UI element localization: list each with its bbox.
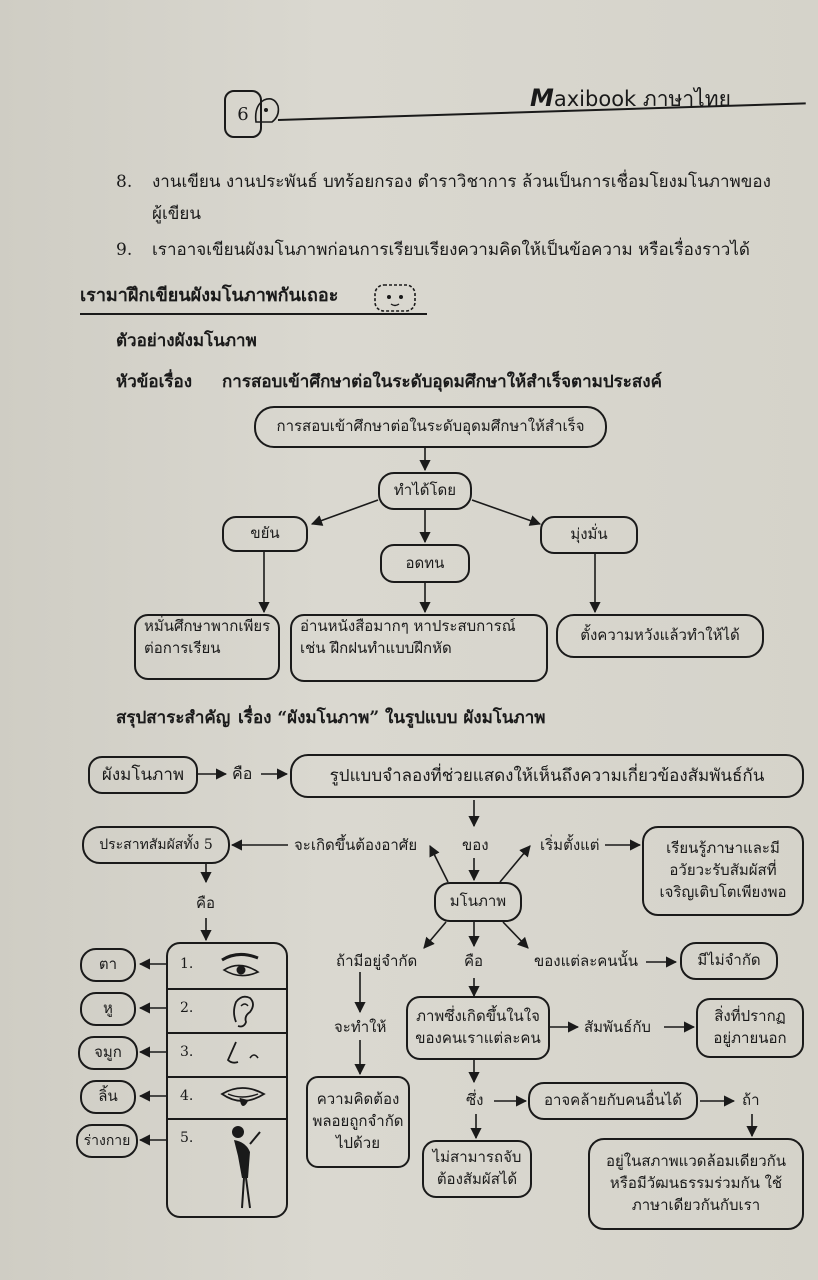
tongue-icon	[220, 1087, 266, 1106]
diligence-box: ขยัน	[222, 516, 308, 552]
item-number-8: 8.	[116, 172, 133, 192]
sense-number: 2.	[180, 1000, 194, 1016]
set-goal-box: ตั้งความหวังแล้วทำให้ได้	[556, 614, 764, 658]
organ-tongue: ลิ้น	[80, 1080, 136, 1114]
eye-icon	[221, 953, 260, 977]
brand-initial: M	[530, 84, 554, 112]
organ-body: ร่างกาย	[76, 1124, 138, 1158]
organ-nose: จมูก	[78, 1036, 138, 1070]
external-things-line2: อยู่ภายนอก	[713, 1029, 787, 1047]
mental-image-box: มโนภาพ	[434, 882, 522, 922]
topic-label: หัวข้อเรื่อง	[116, 372, 193, 392]
patience-box: อดทน	[380, 544, 470, 583]
heading-underline	[80, 313, 427, 315]
cartoon-head-icon	[254, 98, 280, 123]
cat-face-icon	[374, 284, 416, 312]
summary-text: เรื่อง “ผังมโนภาพ” ในรูปแบบ ผังมโนภาพ	[238, 708, 546, 728]
starts-from-label: เริ่มตั้งแต่	[540, 836, 600, 854]
page-number: 6	[224, 90, 262, 138]
shared-environment-line1: อยู่ในสภาพแวดล้อมเดียวกัน	[605, 1152, 787, 1171]
concept-map-box: ผังมโนภาพ	[88, 756, 198, 794]
method-box: ทำได้โดย	[378, 472, 472, 510]
intangible-line2: ต้องสัมผัสได้	[436, 1170, 518, 1188]
sense-number: 1.	[180, 956, 194, 972]
image-in-mind-box: ภาพซึ่งเกิดขึ้นในใจ ของคนเราแต่ละคน	[406, 996, 550, 1060]
similar-box: อาจคล้ายกับคนอื่นได้	[528, 1082, 698, 1120]
sense-number: 4.	[180, 1088, 194, 1104]
image-in-mind-line2: ของคนเราแต่ละคน	[415, 1029, 541, 1047]
section-heading: เรามาฝึกเขียนผังมโนภาพกันเถอะ	[80, 285, 339, 306]
which-label: ซึ่ง	[466, 1091, 484, 1109]
header-brand: Maxibook ภาษาไทย	[530, 84, 731, 113]
image-in-mind-line1: ภาพซึ่งเกิดขึ้นในใจ	[416, 1007, 540, 1026]
body-icon	[232, 1126, 261, 1209]
thinking-limited-line1: ความคิดต้อง	[316, 1090, 400, 1109]
thinking-limited-line2: พลอยถูกจำกัด	[312, 1112, 404, 1131]
if-label: ถ้า	[742, 1091, 760, 1109]
senses-is-label: คือ	[196, 894, 216, 912]
center-is-label: คือ	[464, 952, 484, 970]
study-hard-line2: ต่อการเรียน	[144, 638, 221, 657]
thinking-limited-line3: ไปด้วย	[335, 1133, 381, 1152]
starts-line2: อวัยวะรับสัมผัสที่	[669, 861, 777, 880]
sense-number: 5.	[180, 1130, 194, 1146]
study-hard-box: หมั่นศึกษาพากเพียร ต่อการเรียน	[134, 614, 280, 680]
shared-environment-box: อยู่ในสภาพแวดล้อมเดียวกัน หรือมีวัฒนธรรม…	[588, 1138, 804, 1230]
read-practice-box: อ่านหนังสือมากๆ หาประสบการณ์ เช่น ฝึกฝนท…	[290, 614, 548, 682]
five-senses-box: ประสาทสัมผัสทั้ง 5	[82, 826, 230, 864]
external-things-box: สิ่งที่ปรากฏ อยู่ภายนอก	[696, 998, 804, 1058]
definition-box: รูปแบบจำลองที่ช่วยแสดงให้เห็นถึงความเกี่…	[290, 754, 804, 798]
each-person-label: ของแต่ละคนนั้น	[534, 952, 639, 970]
read-practice-line1: อ่านหนังสือมากๆ หาประสบการณ์	[300, 617, 516, 635]
senses-panel: 1. 2. 3. 4. 5.	[166, 942, 288, 1218]
starts-line3: เจริญเติบโตเพียงพอ	[659, 882, 787, 901]
sense-number: 3.	[180, 1044, 194, 1060]
unlimited-box: มีไม่จำกัด	[680, 942, 778, 980]
of-label: ของ	[462, 836, 489, 854]
shared-environment-line2: หรือมีวัฒนธรรมร่วมกัน ใช้	[609, 1174, 783, 1193]
nose-icon	[226, 1041, 259, 1064]
header-subject: ภาษาไทย	[642, 87, 731, 111]
organ-eye: ตา	[80, 948, 136, 982]
item-number-9: 9.	[116, 240, 133, 260]
ear-icon	[233, 995, 254, 1028]
determination-box: มุ่งมั่น	[540, 516, 638, 554]
read-practice-line2: เช่น ฝึกฝนทำแบบฝึกหัด	[300, 638, 452, 657]
if-limited-label: ถ้ามีอยู่จำกัด	[336, 952, 418, 970]
intangible-box: ไม่สามารถจับ ต้องสัมผัสได้	[422, 1140, 532, 1198]
will-cause-label: จะทำให้	[334, 1018, 387, 1036]
arises-from-label: จะเกิดขึ้นต้องอาศัย	[294, 836, 418, 854]
example-label: ตัวอย่างผังมโนภาพ	[116, 331, 257, 351]
starts-box: เรียนรู้ภาษาและมี อวัยวะรับสัมผัสที่ เจร…	[642, 826, 804, 916]
root-goal-box: การสอบเข้าศึกษาต่อในระดับอุดมศึกษาให้สำเ…	[254, 406, 607, 448]
brand-name: axibook	[553, 87, 637, 111]
is-label: คือ	[232, 764, 253, 783]
item-8-line1: งานเขียน งานประพันธ์ บทร้อยกรอง ตำราวิชา…	[152, 172, 771, 192]
thinking-limited-box: ความคิดต้อง พลอยถูกจำกัด ไปด้วย	[306, 1076, 410, 1168]
topic-text: การสอบเข้าศึกษาต่อในระดับอุดมศึกษาให้สำเ…	[222, 372, 662, 392]
external-things-line1: สิ่งที่ปรากฏ	[714, 1007, 786, 1026]
summary-label: สรุปสาระสำคัญ	[116, 708, 231, 728]
item-9-line1: เราอาจเขียนผังมโนภาพก่อนการเรียบเรียงควา…	[152, 240, 750, 260]
related-to-label: สัมพันธ์กับ	[584, 1018, 651, 1036]
study-hard-line1: หมั่นศึกษาพากเพียร	[144, 617, 271, 635]
starts-line1: เรียนรู้ภาษาและมี	[666, 839, 780, 858]
organ-ear: หู	[80, 992, 136, 1026]
shared-environment-line3: ภาษาเดียวกันกับเรา	[631, 1195, 761, 1214]
intangible-line1: ไม่สามารถจับ	[432, 1148, 522, 1167]
item-8-line2: ผู้เขียน	[152, 204, 201, 224]
